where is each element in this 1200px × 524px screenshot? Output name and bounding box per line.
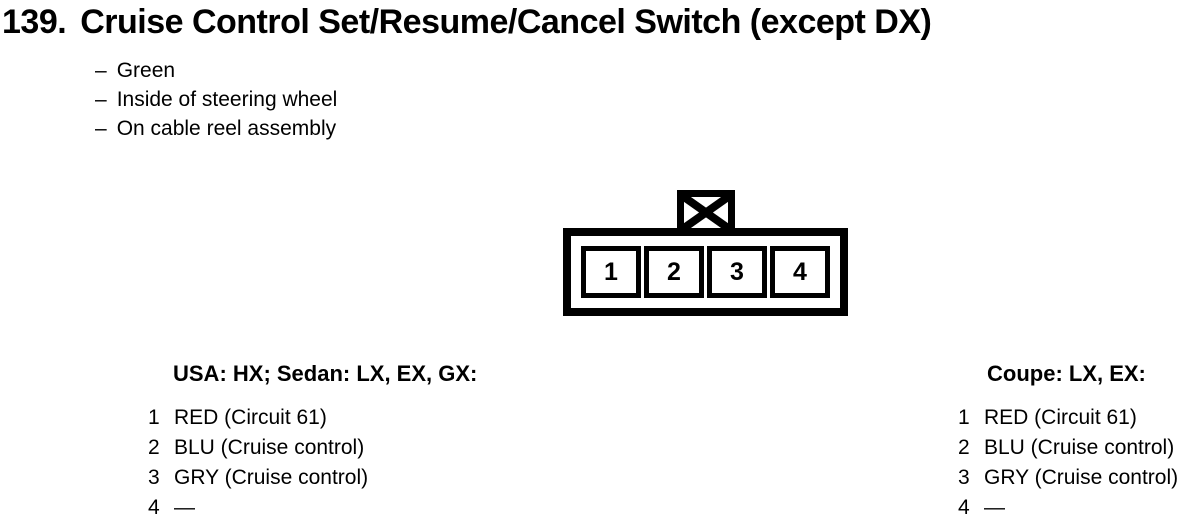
connector-cavity-row: 1 2 3 4 xyxy=(581,246,830,298)
pin-number-label: 3 xyxy=(148,466,160,489)
pinout-row: 3 GRY (Cruise control) xyxy=(958,463,1178,493)
pin-number: 1 xyxy=(604,257,618,286)
pinout-row: 4 — xyxy=(958,493,1178,523)
pin-number-label: 4 xyxy=(958,496,970,519)
pin-number-label: 2 xyxy=(148,436,160,459)
connector-pin-cell-1: 1 xyxy=(581,246,641,298)
pinout-row: 3 GRY (Cruise control) xyxy=(148,463,477,493)
pin-description: — xyxy=(174,496,195,519)
pin-description: GRY (Cruise control) xyxy=(174,466,369,489)
pinout-heading: Coupe: LX, EX: xyxy=(987,361,1146,386)
connector-pin-cell-2: 2 xyxy=(644,246,704,298)
connector-pin-cell-3: 3 xyxy=(707,246,767,298)
pin-number-label: 1 xyxy=(148,406,160,429)
section-title-text: Cruise Control Set/Resume/Cancel Switch … xyxy=(80,3,932,41)
connector-diagram: 1 2 3 4 xyxy=(563,190,848,316)
pinout-heading: USA: HX; Sedan: LX, EX, GX: xyxy=(173,361,478,386)
pinout-row: 2 BLU (Cruise control) xyxy=(148,433,477,463)
note-item: – Green xyxy=(95,56,337,85)
pin-description: RED (Circuit 61) xyxy=(174,406,327,429)
pin-number: 2 xyxy=(667,257,681,286)
section-number: 139. xyxy=(2,3,67,41)
pin-number: 4 xyxy=(793,257,807,286)
pin-number-label: 3 xyxy=(958,466,970,489)
pin-description: RED (Circuit 61) xyxy=(984,406,1137,429)
note-item: – Inside of steering wheel xyxy=(95,85,337,114)
pin-description: — xyxy=(984,496,1005,519)
pinout-row: 1 RED (Circuit 61) xyxy=(148,403,477,433)
note-text: On cable reel assembly xyxy=(116,117,337,140)
connector-pin-cell-4: 4 xyxy=(770,246,830,298)
note-text: Inside of steering wheel xyxy=(116,88,338,111)
pin-description: GRY (Cruise control) xyxy=(984,466,1179,489)
note-dash: – xyxy=(95,117,107,140)
section-title: 139. Cruise Control Set/Resume/Cancel Sw… xyxy=(2,3,932,41)
pin-description: BLU (Cruise control) xyxy=(174,436,365,459)
pinout-row: 4 — xyxy=(148,493,477,523)
pin-number-label: 2 xyxy=(958,436,970,459)
connector-lock-tab-icon xyxy=(676,190,735,228)
pinout-row: 2 BLU (Cruise control) xyxy=(958,433,1178,463)
pinout-usa-sedan: USA: HX; Sedan: LX, EX, GX: 1 RED (Circu… xyxy=(148,361,477,523)
pin-description: BLU (Cruise control) xyxy=(984,436,1175,459)
pinout-rows: 1 RED (Circuit 61) 2 BLU (Cruise control… xyxy=(148,403,477,523)
pin-number-label: 4 xyxy=(148,496,160,519)
notes-list: – Green – Inside of steering wheel – On … xyxy=(95,56,337,143)
pinout-row: 1 RED (Circuit 61) xyxy=(958,403,1178,433)
note-dash: – xyxy=(95,59,107,82)
connector-body: 1 2 3 4 xyxy=(563,228,848,316)
note-text: Green xyxy=(116,59,176,82)
note-dash: – xyxy=(95,88,107,111)
pinout-coupe: Coupe: LX, EX: 1 RED (Circuit 61) 2 BLU … xyxy=(958,361,1178,523)
note-item: – On cable reel assembly xyxy=(95,114,337,143)
pin-number: 3 xyxy=(730,257,744,286)
pinout-rows: 1 RED (Circuit 61) 2 BLU (Cruise control… xyxy=(958,403,1178,523)
pin-number-label: 1 xyxy=(958,406,970,429)
